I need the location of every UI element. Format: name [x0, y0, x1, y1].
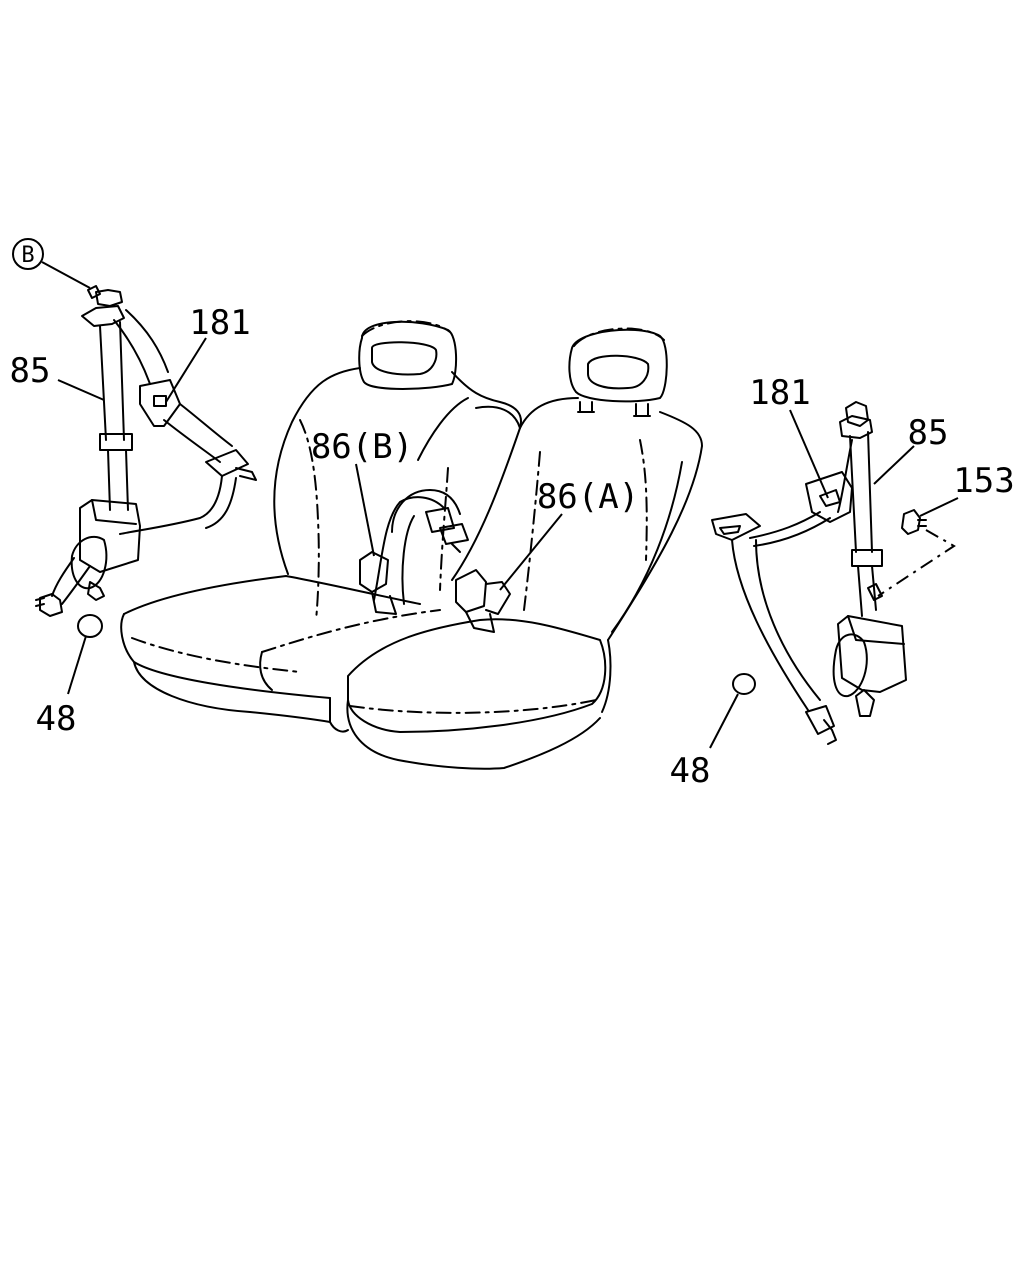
right-retractor-leader	[873, 445, 915, 485]
right-bolt-leader	[919, 497, 959, 517]
ref-b-leader	[41, 261, 91, 289]
left-cap-label: 48	[36, 699, 77, 739]
callout-buckle-a: 86(A)	[499, 477, 639, 591]
left-retractor-leader	[57, 379, 105, 401]
callout-right-cap: 48	[670, 693, 739, 791]
left-retractor-label: 85	[10, 351, 51, 391]
callout-left-cap: 48	[36, 635, 87, 739]
right-retractor-label: 85	[908, 413, 949, 453]
callout-ref-b: B	[12, 238, 91, 289]
right-cap-leader	[709, 693, 739, 749]
callout-left-retractor: 85	[10, 351, 105, 401]
right-guide-leader	[789, 409, 829, 499]
callout-right-guide: 181	[749, 373, 829, 499]
buckle-a-label: 86(A)	[537, 477, 639, 517]
ref-b-circle	[12, 238, 44, 270]
left-guide-leader	[165, 337, 207, 403]
right-bolt-label: 153	[953, 461, 1014, 501]
rear-seat	[120, 320, 703, 770]
callout-right-retractor: 85	[873, 413, 949, 485]
callout-left-guide: 181	[165, 303, 251, 403]
ref-b-label: B	[21, 243, 34, 268]
left-headrest	[358, 320, 458, 390]
right-cap-label: 48	[670, 751, 711, 791]
right-headrest	[568, 327, 668, 417]
right-seat-belt-assembly	[711, 401, 927, 745]
buckle-a-leader	[499, 513, 563, 591]
left-seat-belt-assembly	[35, 285, 257, 638]
left-cap-leader	[67, 635, 87, 695]
right-guide-label: 181	[749, 373, 810, 413]
buckle-b-leader	[355, 463, 375, 557]
callout-buckle-b: 86(B)	[311, 427, 413, 557]
callout-right-bolt: 153	[877, 461, 1015, 597]
right-bolt-install-line	[877, 529, 956, 597]
buckle-b-label: 86(B)	[311, 427, 413, 467]
left-guide-label: 181	[189, 303, 250, 343]
